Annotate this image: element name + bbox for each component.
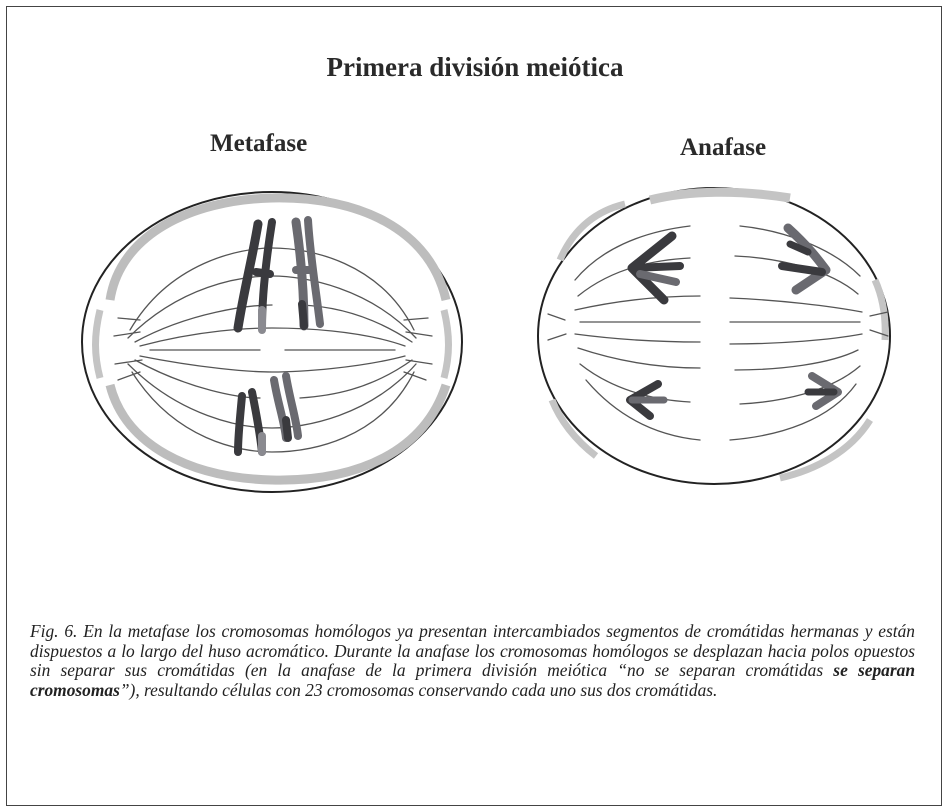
figure-caption: Fig. 6. En la metafase los cromosomas ho… [30, 622, 915, 700]
caption-text: Fig. 6. En la metafase los cromosomas ho… [30, 621, 915, 680]
caption-text-end: ”), resultando células con 23 cromosomas… [120, 680, 718, 700]
